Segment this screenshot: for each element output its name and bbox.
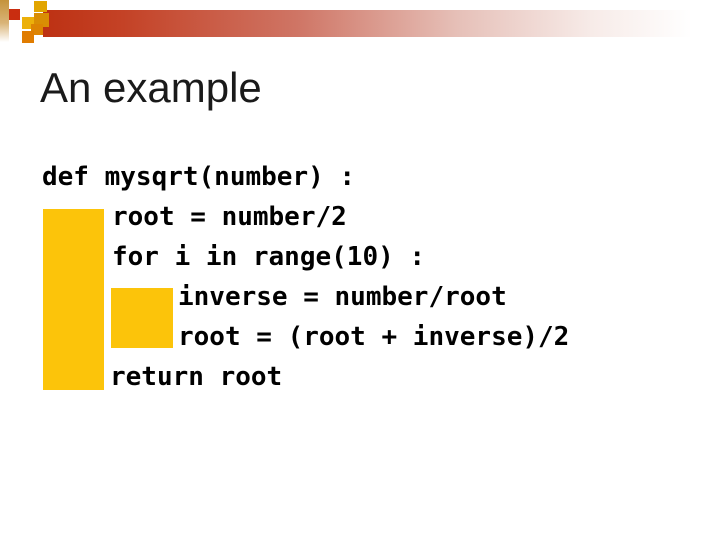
indent-highlight-level2 — [111, 288, 173, 348]
code-line-root-update: root = (root + inverse)/2 — [178, 322, 570, 352]
code-line-def: def mysqrt(number) : — [42, 162, 356, 192]
decor-square-orange-mid — [34, 13, 49, 27]
slide-title: An example — [40, 64, 262, 111]
decor-square-red — [9, 9, 20, 20]
indent-highlight-level1 — [43, 209, 104, 390]
code-line-return: return root — [110, 362, 283, 392]
decor-square-orange-low — [31, 24, 43, 35]
top-banner-gradient-bar — [43, 10, 712, 37]
decor-square-gold-top — [34, 1, 47, 12]
left-gradient-bar — [0, 0, 9, 42]
decor-square-orange-bottom — [22, 31, 34, 43]
code-line-inverse: inverse = number/root — [178, 282, 507, 312]
code-line-root-init: root = number/2 — [112, 202, 347, 232]
code-line-for-loop: for i in range(10) : — [112, 242, 426, 272]
